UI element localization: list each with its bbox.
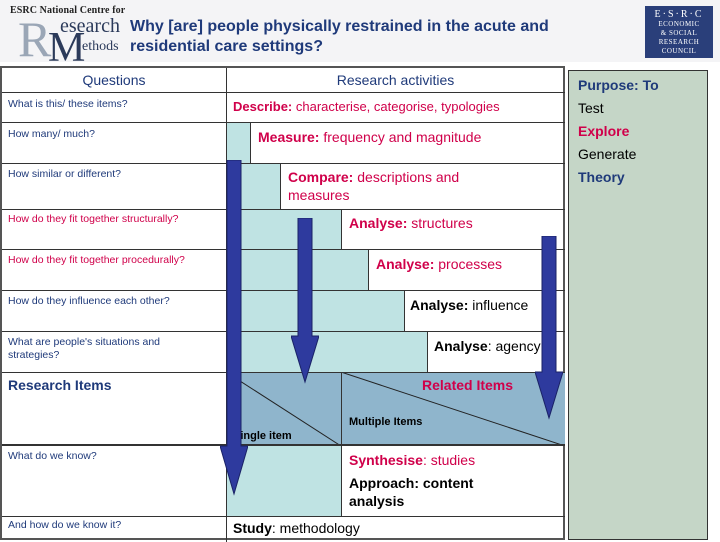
step-fill [226, 209, 341, 249]
logo-r-letter: R [18, 11, 52, 67]
slide-header: ESRC National Centre for R esearch M eth… [0, 0, 720, 69]
activity-text: influence [468, 297, 529, 313]
activity-keyword: Analyse [434, 338, 488, 354]
row-divider [2, 163, 565, 164]
activity-keyword: Measure: [258, 129, 320, 145]
activity-text: processes [434, 256, 503, 272]
ncrm-logo: ESRC National Centre for R esearch M eth… [4, 2, 128, 69]
step-fill [226, 122, 250, 163]
slide-title: Why [are] people physically restrained i… [130, 18, 549, 55]
row-divider [2, 331, 565, 332]
step-fill [226, 290, 404, 331]
purpose-item-generate: Generate [578, 146, 637, 162]
esrc-logo: E·S·R·C ECONOMIC & SOCIAL RESEARCH COUNC… [645, 6, 713, 58]
column-divider [368, 249, 369, 290]
related-items-label: Related Items [422, 377, 514, 393]
down-arrow-icon [220, 160, 248, 496]
question-measure: How many/ much? [8, 128, 95, 140]
purpose-item-theory: Theory [578, 169, 625, 185]
column-divider [404, 290, 405, 331]
multiple-items-label: Multiple Items [349, 416, 423, 428]
step-fill [226, 331, 427, 372]
esrc-logo-line: COUNCIL [661, 47, 697, 55]
row-divider [2, 92, 565, 93]
esrc-logo-top: E·S·R·C [654, 9, 704, 20]
items-band [226, 372, 565, 446]
question-influence: How do they influence each other? [8, 295, 170, 307]
purpose-item-explore: Explore [578, 123, 630, 139]
question-compare: How similar or different? [8, 168, 122, 180]
esrc-logo-line: & SOCIAL [660, 29, 698, 37]
activity-keyword: Synthesise [349, 452, 423, 468]
logo-m-letter: M [48, 25, 86, 71]
activity-text: structures [407, 215, 473, 231]
activity-keyword: Describe: [233, 99, 293, 114]
question-agency: What are people's situations and strateg… [8, 336, 161, 361]
purpose-panel: Purpose: To Test Explore Generate Theory [568, 70, 708, 540]
activity-synthesise: Synthesise: studies [349, 451, 559, 469]
column-divider [341, 209, 342, 249]
row-divider [2, 516, 565, 517]
activity-text: descriptions and measures [288, 169, 460, 203]
row-divider [2, 444, 565, 446]
column-divider [427, 331, 428, 372]
step-fill [226, 446, 341, 516]
activity-text: : studies [422, 452, 476, 468]
column-divider [341, 372, 342, 516]
step-fill [226, 249, 368, 290]
down-arrow-icon [291, 218, 319, 384]
activity-keyword: Analyse: [349, 215, 408, 231]
logo-ncrm-text: ESRC National Centre for [10, 5, 126, 16]
column-divider [280, 163, 281, 209]
row-divider [2, 372, 565, 373]
logo-ethods-text: ethods [82, 39, 119, 54]
question-describe: What is this/ these items? [8, 98, 128, 110]
activities-header: Research activities [336, 72, 455, 88]
esrc-logo-line: ECONOMIC [658, 20, 700, 28]
activity-structures: Analyse: structures [349, 214, 559, 232]
activity-text: : methodology [271, 520, 360, 536]
activity-keyword: Analyse: [376, 256, 435, 272]
row-divider [2, 249, 565, 250]
activity-compare: Compare: descriptions and measures [288, 168, 508, 204]
activity-keyword: Study [233, 520, 272, 536]
column-divider [250, 122, 251, 163]
question-process: How do they fit together procedurally? [8, 254, 185, 266]
activity-study: Study: methodology [233, 519, 553, 537]
activity-text: characterise, categorise, typologies [292, 99, 500, 114]
activity-keyword: Analyse: [410, 297, 469, 313]
question-how-know: And how do we know it? [8, 519, 122, 531]
activity-keyword: Compare: [288, 169, 354, 185]
items-diagonals [226, 372, 565, 446]
single-item-label: Single item [233, 430, 292, 442]
row-divider [2, 290, 565, 291]
question-know: What do we know? [8, 450, 97, 462]
activity-approach: Approach: content analysis [349, 475, 474, 509]
activity-agency: Analyse: agency [434, 337, 565, 355]
purpose-item-test: Test [578, 100, 604, 116]
activity-measure: Measure: frequency and magnitude [258, 128, 558, 146]
activity-text: : agency [487, 338, 541, 354]
row-divider [2, 209, 565, 210]
activity-describe: Describe: characterise, categorise, typo… [233, 98, 563, 116]
row-divider [2, 122, 565, 123]
activity-influence: Analyse: influence [410, 296, 565, 314]
logo-esearch-text: esearch [60, 15, 120, 37]
questions-header: Questions [82, 72, 146, 88]
activity-processes: Analyse: processes [376, 255, 561, 273]
down-arrow-icon [535, 236, 563, 420]
purpose-heading: Purpose: To [578, 77, 659, 93]
activity-text: frequency and magnitude [319, 129, 482, 145]
question-structure: How do they fit together structurally? [8, 213, 179, 225]
esrc-logo-line: RESEARCH [658, 38, 700, 46]
research-items-label: Research Items [8, 377, 112, 393]
research-table: Questions Research activities What is th… [0, 66, 565, 542]
